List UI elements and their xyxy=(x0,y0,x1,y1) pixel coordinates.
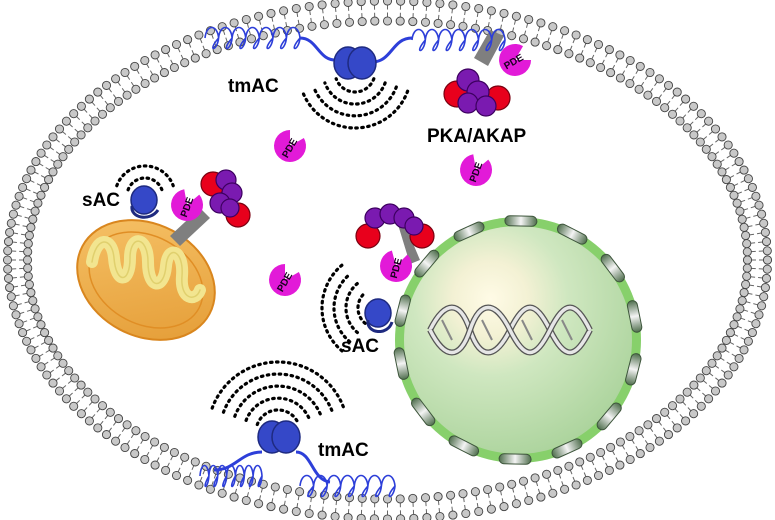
mitochondrion-icon xyxy=(76,219,216,341)
pde-enzyme-free-1-icon: PDE xyxy=(274,129,306,162)
sac-center-label: sAC xyxy=(341,336,379,357)
tmac-bottom-protein-icon xyxy=(257,420,301,454)
pde-enzyme-akap-top-icon: PDE xyxy=(499,44,532,76)
pka-holoenzyme-mito-icon xyxy=(200,169,251,228)
tmac-top-label: tmAC xyxy=(228,76,279,97)
pde-enzyme-free-3-icon: PDE xyxy=(269,263,301,296)
camp-signal-arcs-icon xyxy=(115,77,410,427)
dna-double-helix-icon xyxy=(427,304,593,356)
pka-holoenzyme-nucleus-icon xyxy=(355,203,435,249)
pde-enzyme-free-2-icon: PDE xyxy=(460,154,492,186)
pde-enzyme-nucleus-icon: PDE xyxy=(380,250,413,282)
pde-enzyme-mito-icon: PDE xyxy=(171,189,203,221)
tmac-bottom-transmembrane-icon xyxy=(199,450,396,498)
sac-left-protein-icon xyxy=(130,185,160,219)
pka-holoenzyme-top-right-icon xyxy=(443,68,511,117)
tmac-bottom-label: tmAC xyxy=(318,440,369,461)
pde-label: PDE xyxy=(389,257,405,280)
sac-left-label: sAC xyxy=(82,190,120,211)
nuclear-pores xyxy=(393,215,643,465)
sac-center-protein-icon xyxy=(364,298,394,333)
tmac-top-protein-icon xyxy=(333,46,377,80)
pka-akap-label: PKA/AKAP xyxy=(427,126,527,147)
